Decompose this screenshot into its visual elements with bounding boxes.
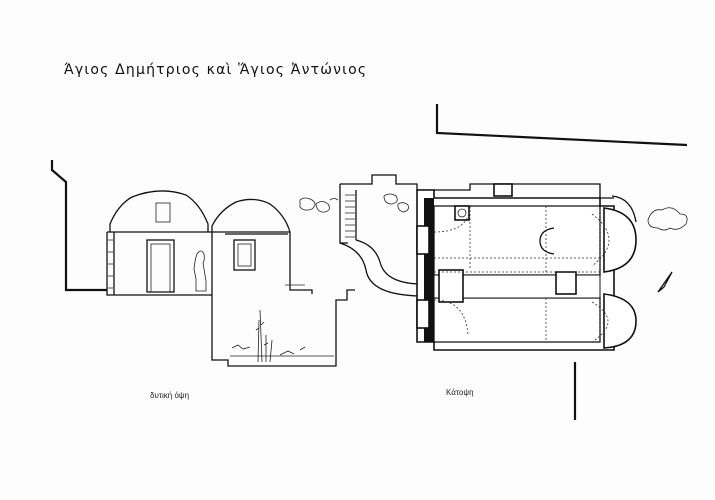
drawing-title: Άγιος Δημήτριος καὶ Ἅγιος Ἀντώνιος <box>64 62 368 78</box>
right-facade <box>211 232 313 295</box>
west-elevation <box>50 160 355 367</box>
plan-view <box>299 104 688 420</box>
north-niche <box>539 227 555 255</box>
stair-walls <box>339 184 357 244</box>
left-facade <box>106 231 212 296</box>
apse-buttress <box>611 195 637 223</box>
terrain-top <box>435 104 688 147</box>
human-figure <box>193 250 207 292</box>
caption-west-elevation: δυτική όψη <box>150 391 190 400</box>
left-vault-window <box>155 202 171 223</box>
vault-dash-north <box>433 206 601 275</box>
south-entrance <box>416 299 430 329</box>
vegetation <box>255 309 273 363</box>
left-facade-stones <box>108 239 113 289</box>
central-pier <box>555 271 577 295</box>
rubble-stones <box>299 193 409 213</box>
ground-rubble <box>231 344 306 356</box>
right-window <box>233 239 256 271</box>
west-pier <box>438 269 464 303</box>
north-buttress <box>493 183 513 197</box>
lower-wall <box>211 289 355 367</box>
vault-dash-south <box>433 271 601 342</box>
north-arrow <box>657 271 673 293</box>
caption-plan: Κάτοψη <box>446 388 474 397</box>
left-vault <box>109 190 209 232</box>
door-leaf <box>150 243 171 293</box>
right-vault <box>211 198 291 233</box>
south-apse <box>603 293 637 349</box>
terrain-left <box>50 160 107 292</box>
right-window-inner <box>237 243 252 267</box>
font-basin <box>454 205 470 221</box>
stair-block <box>340 174 614 199</box>
curved-path-outer <box>339 242 421 297</box>
stair-treads <box>345 194 355 238</box>
font-circle <box>457 208 467 218</box>
north-apse <box>603 207 637 273</box>
apse-dash <box>591 213 610 343</box>
east-boulder <box>647 207 688 231</box>
curved-path-inner <box>355 239 421 285</box>
north-entrance <box>416 225 430 255</box>
